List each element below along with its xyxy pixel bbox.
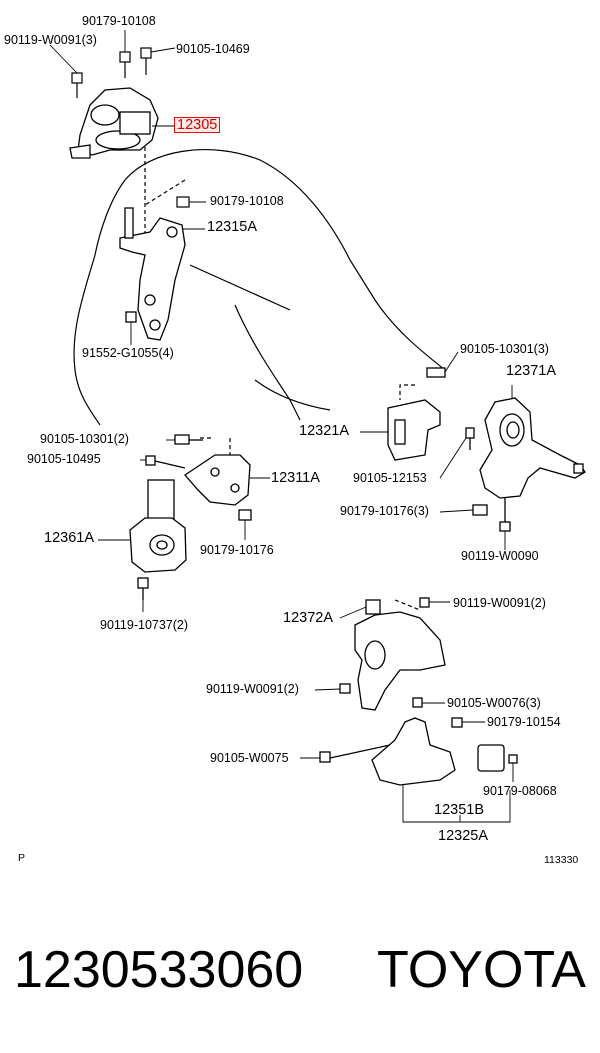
label-12325A: 12325A (438, 828, 488, 844)
bracket-12311A (145, 434, 252, 521)
label-90105-12153: 90105-12153 (353, 471, 427, 485)
upper-mount-12305 (69, 87, 159, 159)
label-90179-08068: 90179-08068 (483, 784, 557, 798)
brand-name: TOYOTA (377, 941, 586, 999)
label-90119-W0091-2-right: 90119-W0091(2) (453, 596, 546, 610)
label-90105-W0076-3: 90105-W0076(3) (447, 696, 541, 710)
mount-12371A (472, 397, 586, 532)
label-90105-10495: 90105-10495 (27, 452, 101, 466)
label-12305-highlighted[interactable]: 12305 (174, 117, 221, 133)
label-12361A: 12361A (44, 530, 94, 546)
corner-p-label: P (18, 852, 26, 864)
engine-mount-drawing (49, 30, 586, 823)
label-90105-10301-3: 90105-10301(3) (460, 342, 549, 356)
label-90179-10154: 90179-10154 (487, 715, 561, 729)
diagram-code: 113330 (544, 854, 579, 866)
footer: 1230533060 TOYOTA (0, 930, 600, 1010)
parts-diagram: 90179-10108 90119-W0091(3) 90105-10469 1… (4, 14, 586, 866)
label-90119-W0090: 90119-W0090 (461, 549, 539, 563)
label-12372A: 12372A (283, 610, 333, 626)
label-12315A: 12315A (207, 219, 257, 235)
label-90119-10737-2: 90119-10737(2) (100, 618, 189, 632)
label-90179-10108-mid: 90179-10108 (210, 194, 284, 208)
label-90179-10176: 90179-10176 (200, 543, 274, 557)
label-90179-10176-3: 90179-10176(3) (340, 504, 429, 518)
bracket-12315A (119, 207, 186, 341)
label-12311A: 12311A (271, 470, 320, 486)
mount-12372A (339, 597, 446, 711)
label-12351B: 12351B (434, 802, 484, 818)
part-number: 1230533060 (14, 941, 304, 999)
label-90105-W0075: 90105-W0075 (210, 751, 289, 765)
label-90179-10108-top: 90179-10108 (82, 14, 156, 28)
bracket-12321A (387, 367, 475, 461)
bracket-12325A (319, 697, 518, 786)
mount-12361A (129, 479, 187, 600)
label-12321A: 12321A (299, 423, 349, 439)
label-12371A: 12371A (506, 363, 556, 379)
label-90105-10301-2: 90105-10301(2) (40, 432, 129, 446)
label-90105-10469: 90105-10469 (176, 42, 250, 56)
label-91552-G1055-4: 91552-G1055(4) (82, 346, 174, 360)
label-90119-W0091-2-left: 90119-W0091(2) (206, 682, 299, 696)
label-90119-W0091-3: 90119-W0091(3) (4, 33, 97, 47)
